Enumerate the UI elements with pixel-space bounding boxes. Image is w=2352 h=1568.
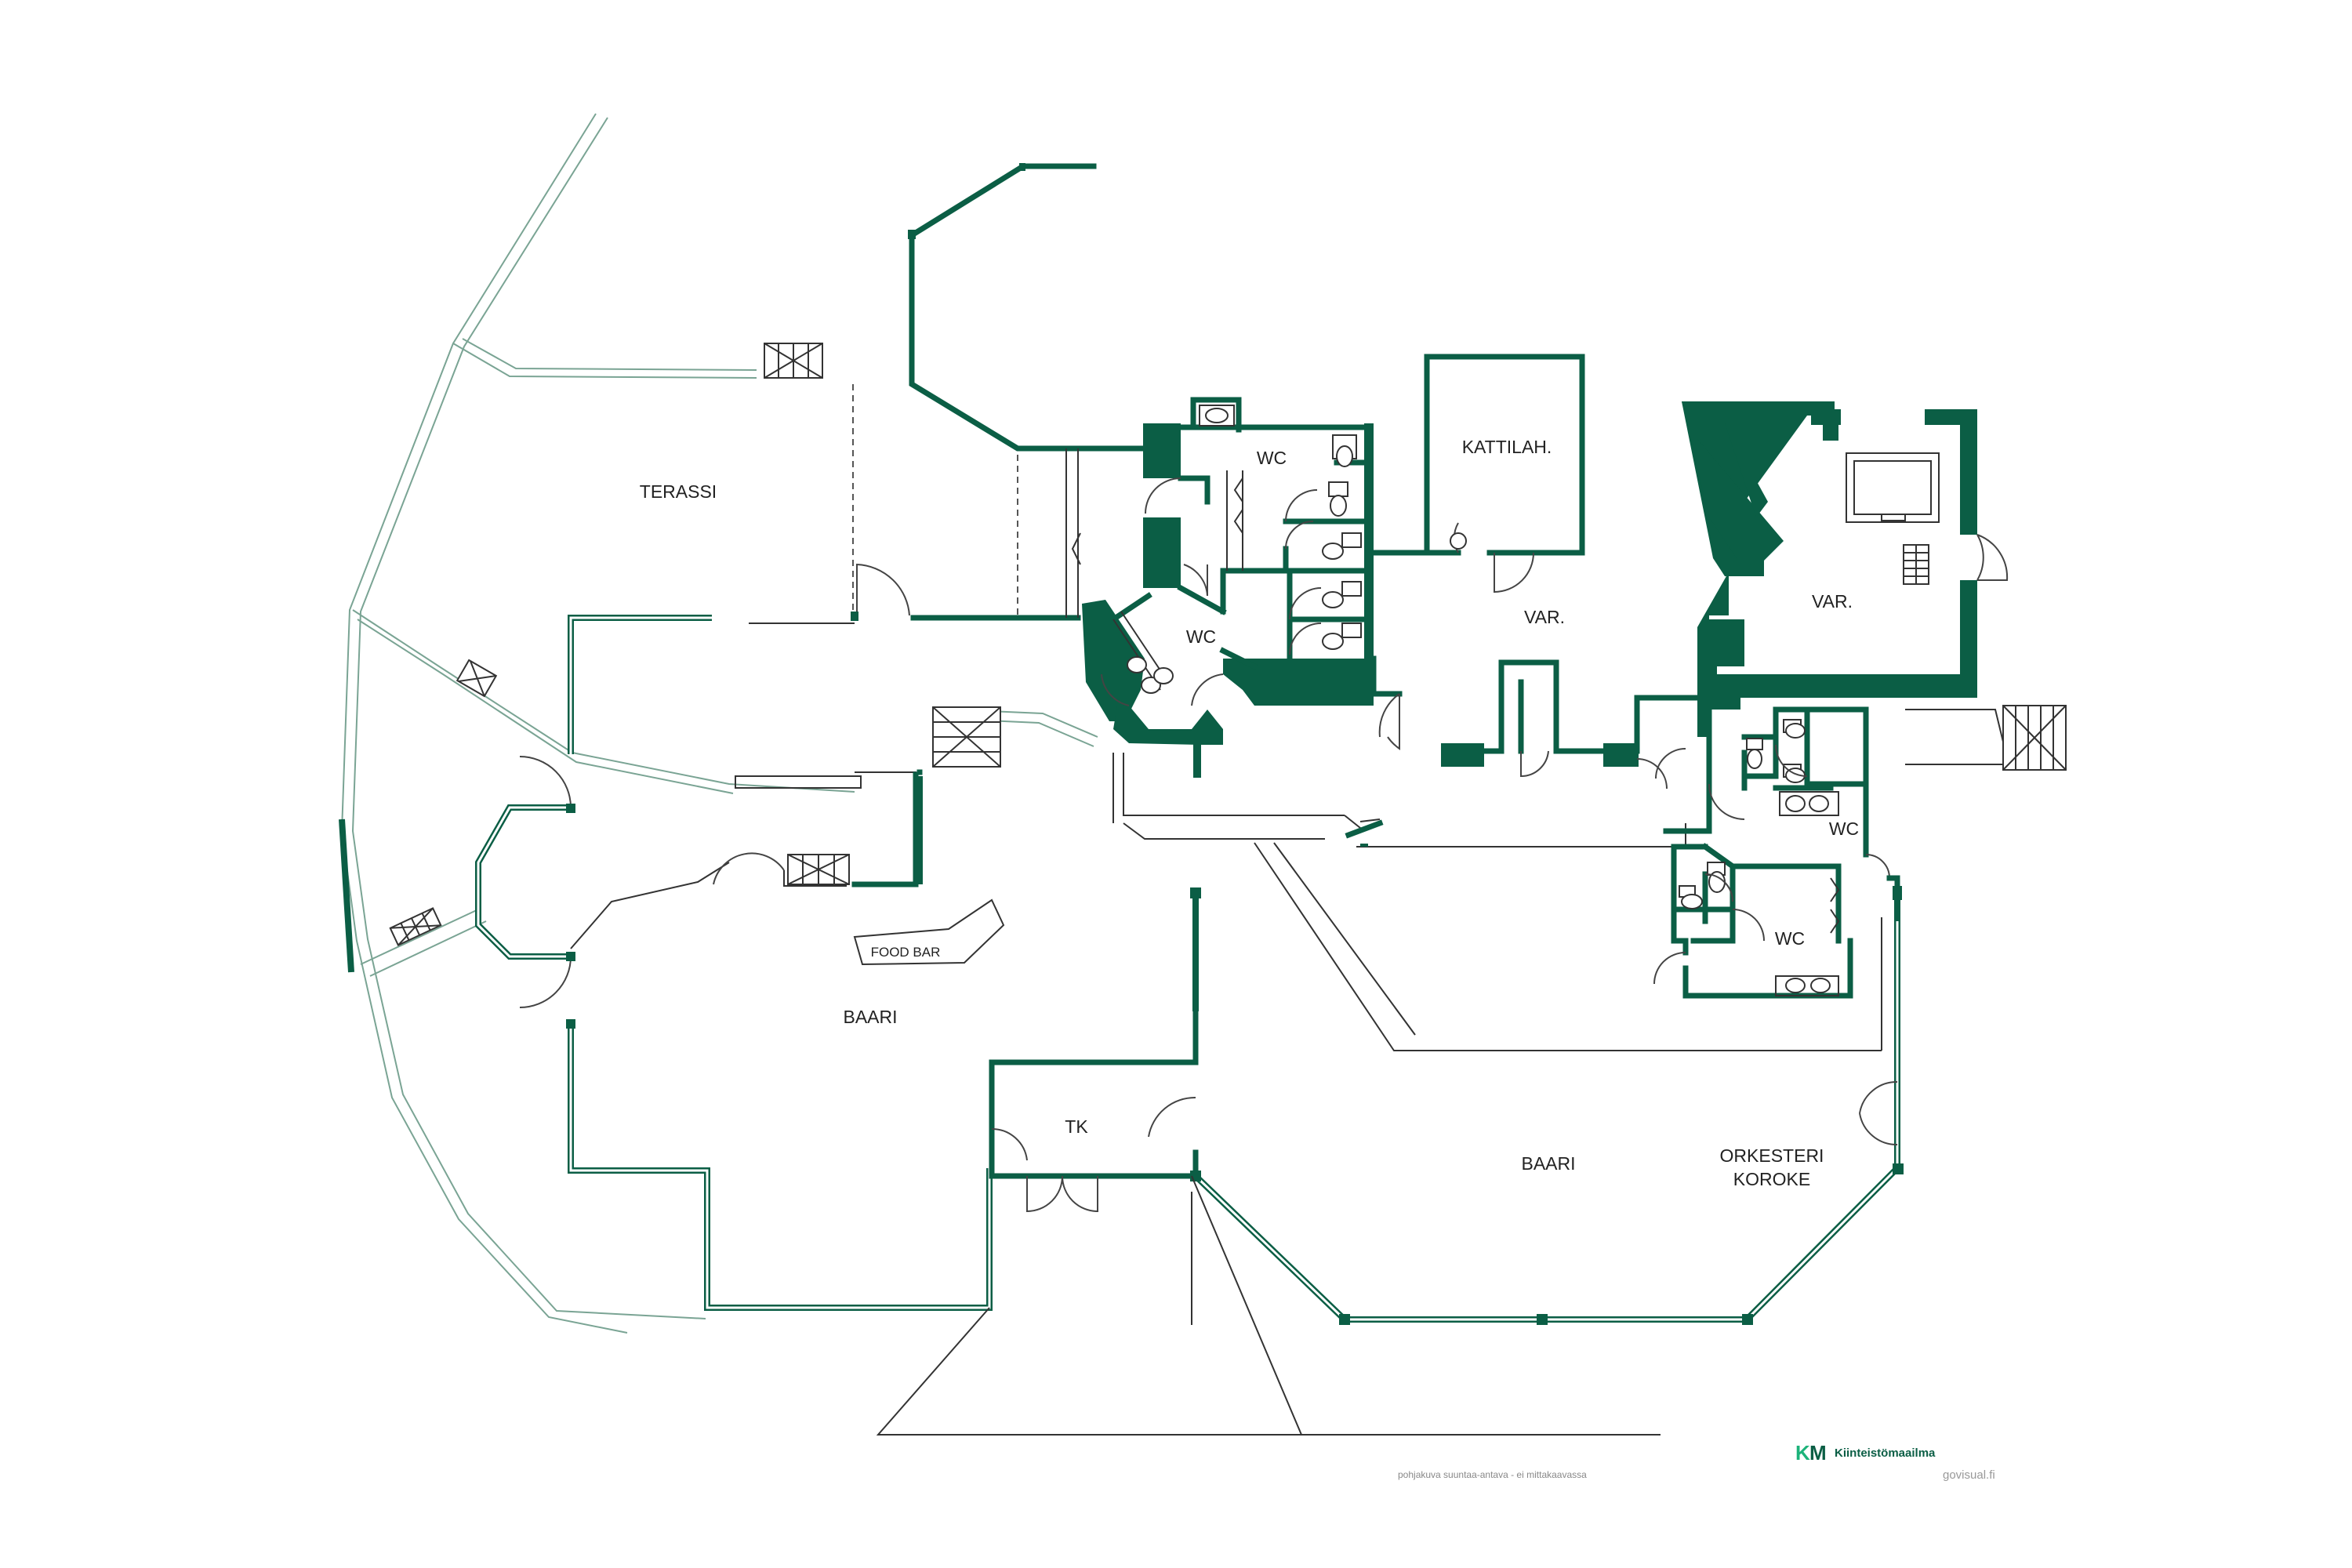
label-wc-east-upper: WC (1829, 818, 1859, 839)
south-ramp (876, 1175, 1661, 1436)
var-east-room (1682, 401, 2009, 737)
terrace-south-wall (749, 448, 1081, 624)
north-walls (908, 163, 1146, 452)
room-labels: TERASSI BAARI FOOD BAR TK WC WC KATTILAH… (640, 437, 1859, 1189)
terrace-stairs (389, 343, 823, 946)
label-baari-east: BAARI (1521, 1153, 1575, 1174)
label-var-east: VAR. (1812, 591, 1853, 612)
label-wc-top: WC (1257, 448, 1287, 468)
central-stairs (932, 706, 1001, 768)
wc-east-block (1653, 695, 1900, 1051)
svg-text:M: M (1809, 1441, 1827, 1465)
footer: pohjakuva suuntaa-antava - ei mittakaava… (1398, 1441, 1995, 1482)
central-counter (851, 769, 923, 887)
label-orkesteri: ORKESTERI (1720, 1145, 1824, 1166)
svg-text:K: K (1795, 1441, 1810, 1465)
disclaimer-text: pohjakuva suuntaa-antava - ei mittakaava… (1398, 1469, 1587, 1480)
wc-mid-block (1082, 568, 1374, 778)
label-wc-mid: WC (1186, 626, 1216, 647)
brand-logo: K M (1795, 1441, 1827, 1465)
label-baari-west: BAARI (843, 1007, 897, 1027)
kattilah-room (1424, 354, 1585, 593)
bar-counter (570, 775, 862, 949)
corridor-lines (1112, 753, 1882, 1051)
east-baari-walls (1190, 917, 1904, 1325)
east-stairs (1905, 705, 2067, 771)
food-bar-counter (853, 898, 1005, 966)
label-var-middle: VAR. (1524, 607, 1565, 627)
label-kattilah: KATTILAH. (1462, 437, 1552, 457)
label-terassi: TERASSI (640, 481, 717, 502)
brand-site: govisual.fi (1943, 1468, 1995, 1482)
west-baari-walls (475, 615, 993, 1311)
label-wc-east-lower: WC (1775, 928, 1805, 949)
label-tk: TK (1065, 1116, 1088, 1137)
label-koroke: KOROKE (1733, 1169, 1810, 1189)
corridor-diagonal (1345, 818, 1384, 839)
wc-top-block (1143, 397, 1374, 660)
label-food-bar: FOOD BAR (871, 945, 941, 960)
tk-room-walls (989, 1008, 1199, 1213)
brand-name: Kiinteistömaailma (1835, 1446, 1936, 1460)
var-middle-room (1370, 550, 1712, 789)
